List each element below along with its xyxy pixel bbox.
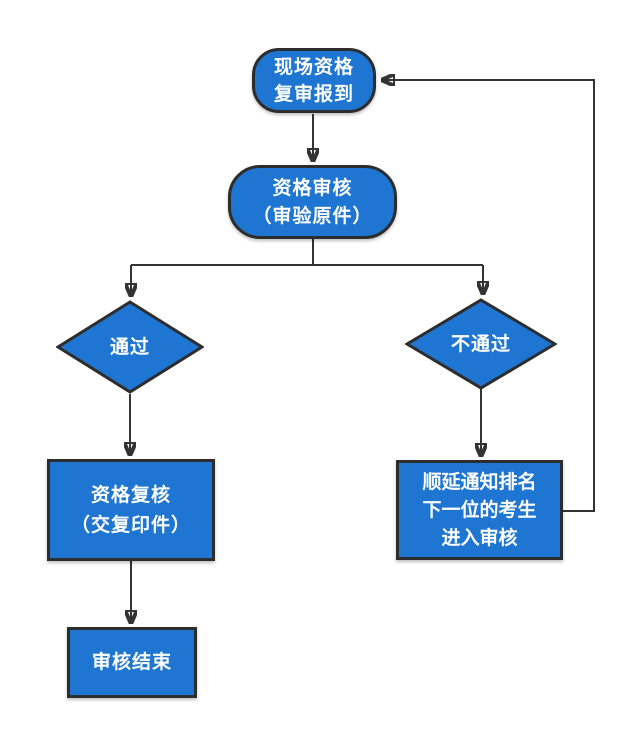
node-recheck-line-2: （交复印件）: [70, 514, 191, 536]
node-qualification-review: 资格审核 （审验原件）: [228, 165, 397, 239]
node-start-line-2: 复审报到: [273, 82, 354, 105]
node-decision-fail: 不通过: [405, 298, 557, 390]
node-notify-next-candidate: 顺延通知排名 下一位的考生 进入审核: [396, 460, 563, 560]
diamond-shape-fail: [405, 298, 557, 390]
node-finish-label: 审核结束: [91, 651, 172, 673]
node-pass-label: 通过: [109, 335, 150, 358]
node-review-finished: 审核结束: [67, 627, 197, 698]
node-review-line-2: （审验原件）: [252, 205, 373, 227]
node-defer-line-3: 进入审核: [441, 527, 518, 549]
node-start-line-1: 现场资格: [273, 55, 354, 78]
node-defer-line-1: 顺延通知排名: [422, 471, 537, 493]
node-defer-line-2: 下一位的考生: [422, 499, 537, 521]
connector-defer-loop-to-start: [382, 80, 595, 512]
node-fail-label: 不通过: [450, 332, 511, 355]
diamond-shape-pass: [56, 300, 204, 394]
node-decision-pass: 通过: [56, 300, 204, 394]
node-qualification-recheck: 资格复核 （交复印件）: [47, 459, 215, 561]
node-recheck-line-1: 资格复核: [90, 484, 171, 506]
node-start-onsite-checkin: 现场资格 复审报到: [252, 48, 376, 113]
node-review-line-1: 资格审核: [272, 177, 353, 199]
